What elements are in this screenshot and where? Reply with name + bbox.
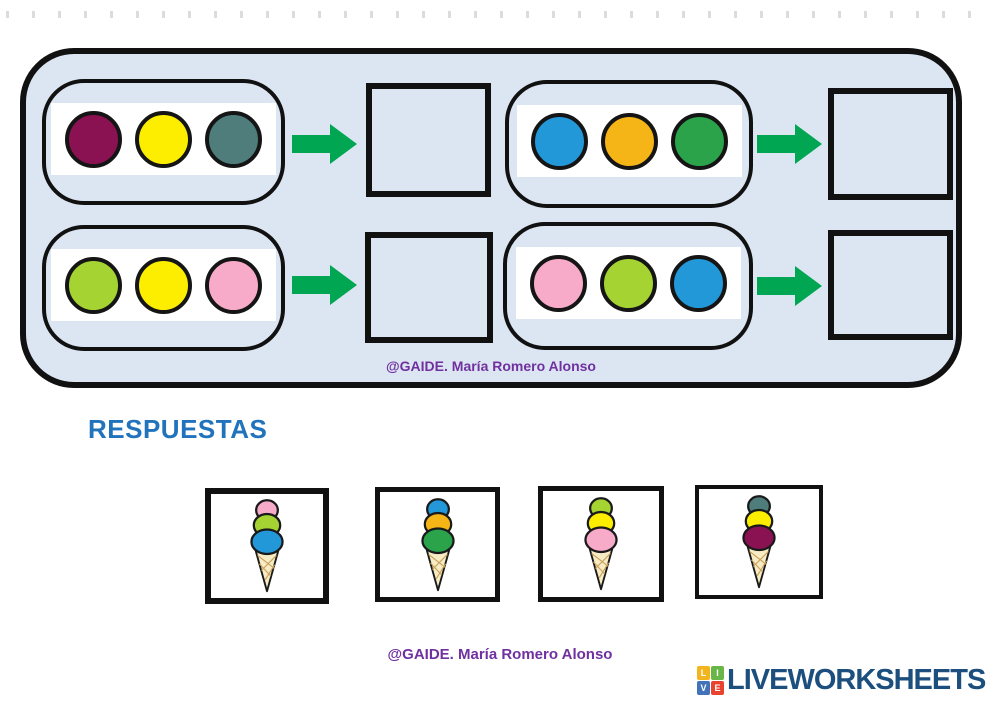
ice-cream-icon <box>250 499 284 593</box>
liveworksheets-logo-icon: L I V E <box>697 666 724 695</box>
sequence-strip <box>515 247 741 319</box>
color-dot <box>65 110 122 168</box>
page-edge-dashes <box>6 11 994 18</box>
answer-drop-box-1[interactable] <box>366 83 491 197</box>
answer-card-1[interactable] <box>205 488 329 604</box>
color-dot <box>205 256 262 314</box>
respuestas-heading: RESPUESTAS <box>88 414 268 444</box>
arrow-icon <box>757 124 822 164</box>
logo-tile-l: L <box>697 666 710 680</box>
sequence-pill-4 <box>503 222 753 350</box>
sequence-pill-1 <box>42 79 285 205</box>
color-dot <box>135 110 192 168</box>
color-dot <box>205 110 262 168</box>
answer-card-3[interactable] <box>538 486 664 602</box>
ice-cream-icon <box>420 497 455 591</box>
sequence-strip <box>51 103 276 175</box>
sequence-pill-2 <box>505 80 753 208</box>
color-dot <box>530 112 588 170</box>
arrow-icon <box>292 265 357 305</box>
logo-tile-v: V <box>697 681 710 695</box>
liveworksheets-logo[interactable]: L I V E LIVEWORKSHEETS <box>697 664 986 696</box>
arrow-icon <box>757 266 822 306</box>
color-dot <box>600 112 658 170</box>
sequence-pill-3 <box>42 225 285 351</box>
color-dot <box>599 254 657 312</box>
ice-cream-icon <box>742 495 776 589</box>
answer-drop-box-2[interactable] <box>828 88 953 200</box>
sequence-strip <box>516 105 742 177</box>
color-dot <box>669 254 727 312</box>
color-dot <box>65 256 122 314</box>
color-dot <box>135 256 192 314</box>
arrow-icon <box>292 124 357 164</box>
ice-cream-icon <box>584 497 618 591</box>
answer-drop-box-3[interactable] <box>365 232 493 343</box>
attribution-text: @GAIDE. María Romero Alonso <box>387 646 613 663</box>
color-dot <box>529 254 587 312</box>
answer-card-2[interactable] <box>375 487 500 602</box>
attribution-text: @GAIDE. María Romero Alonso <box>386 358 596 374</box>
logo-tile-e: E <box>711 681 724 695</box>
answer-drop-box-4[interactable] <box>828 230 953 340</box>
sequence-strip <box>51 249 276 321</box>
color-dot <box>670 112 728 170</box>
logo-tile-i: I <box>711 666 724 680</box>
answer-card-4[interactable] <box>695 485 823 599</box>
liveworksheets-logo-text: LIVEWORKSHEETS <box>727 664 986 696</box>
exercise-board: @GAIDE. María Romero Alonso <box>20 48 962 388</box>
